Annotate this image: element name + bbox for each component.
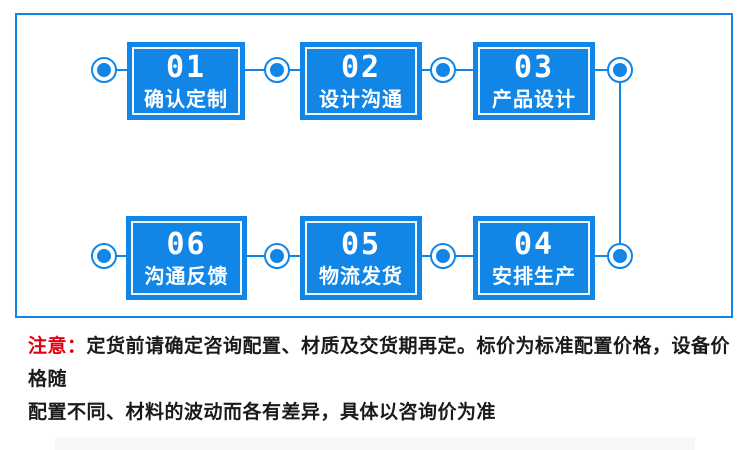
connector-dot-icon xyxy=(430,57,456,83)
step-number: 04 xyxy=(513,226,555,262)
notice-label: 注意： xyxy=(28,336,87,357)
flow-step-inner-border: 05 物流发货 xyxy=(305,221,417,295)
flow-step-06: 06 沟通反馈 xyxy=(126,216,247,300)
notice-line-1-text: 定货前请确定咨询配置、材质及交货期再定。标价为标准配置价格，设备价格随 xyxy=(28,336,731,390)
section-divider xyxy=(55,437,695,450)
flow-step-01: 01 确认定制 xyxy=(127,42,245,120)
step-number: 01 xyxy=(165,49,207,85)
connector-dot-icon xyxy=(607,57,633,83)
flow-step-05: 05 物流发货 xyxy=(300,216,422,300)
connector-line-vertical xyxy=(619,70,621,256)
flow-step-inner-border: 06 沟通反馈 xyxy=(131,221,242,295)
step-label: 设计沟通 xyxy=(319,88,403,111)
flow-diagram-frame xyxy=(15,13,733,318)
flow-step-04: 04 安排生产 xyxy=(473,216,595,300)
notice-line-2: 配置不同、材料的波动而各有差异，具体以咨询价为准 xyxy=(28,396,733,429)
step-number: 03 xyxy=(513,49,555,85)
flow-step-inner-border: 03 产品设计 xyxy=(478,47,590,115)
step-label: 物流发货 xyxy=(319,265,403,288)
flow-step-02: 02 设计沟通 xyxy=(300,42,422,120)
notice-text: 注意：定货前请确定咨询配置、材质及交货期再定。标价为标准配置价格，设备价格随 配… xyxy=(28,330,733,429)
notice-line-1: 注意：定货前请确定咨询配置、材质及交货期再定。标价为标准配置价格，设备价格随 xyxy=(28,330,733,396)
notice-line-2-text: 配置不同、材料的波动而各有差异，具体以咨询价为准 xyxy=(28,402,497,423)
connector-dot-icon xyxy=(91,57,117,83)
step-label: 产品设计 xyxy=(492,88,576,111)
step-number: 02 xyxy=(340,49,382,85)
flow-step-03: 03 产品设计 xyxy=(473,42,595,120)
step-number: 05 xyxy=(340,226,382,262)
flow-step-inner-border: 01 确认定制 xyxy=(132,47,240,115)
step-number: 06 xyxy=(166,226,207,262)
connector-dot-icon xyxy=(91,243,117,269)
step-label: 安排生产 xyxy=(492,265,576,288)
flow-step-inner-border: 02 设计沟通 xyxy=(305,47,417,115)
connector-dot-icon xyxy=(607,243,633,269)
step-label: 沟通反馈 xyxy=(144,265,229,288)
connector-dot-icon xyxy=(264,243,290,269)
connector-dot-icon xyxy=(430,243,456,269)
flow-step-inner-border: 04 安排生产 xyxy=(478,221,590,295)
connector-dot-icon xyxy=(264,57,290,83)
step-label: 确认定制 xyxy=(144,88,228,111)
